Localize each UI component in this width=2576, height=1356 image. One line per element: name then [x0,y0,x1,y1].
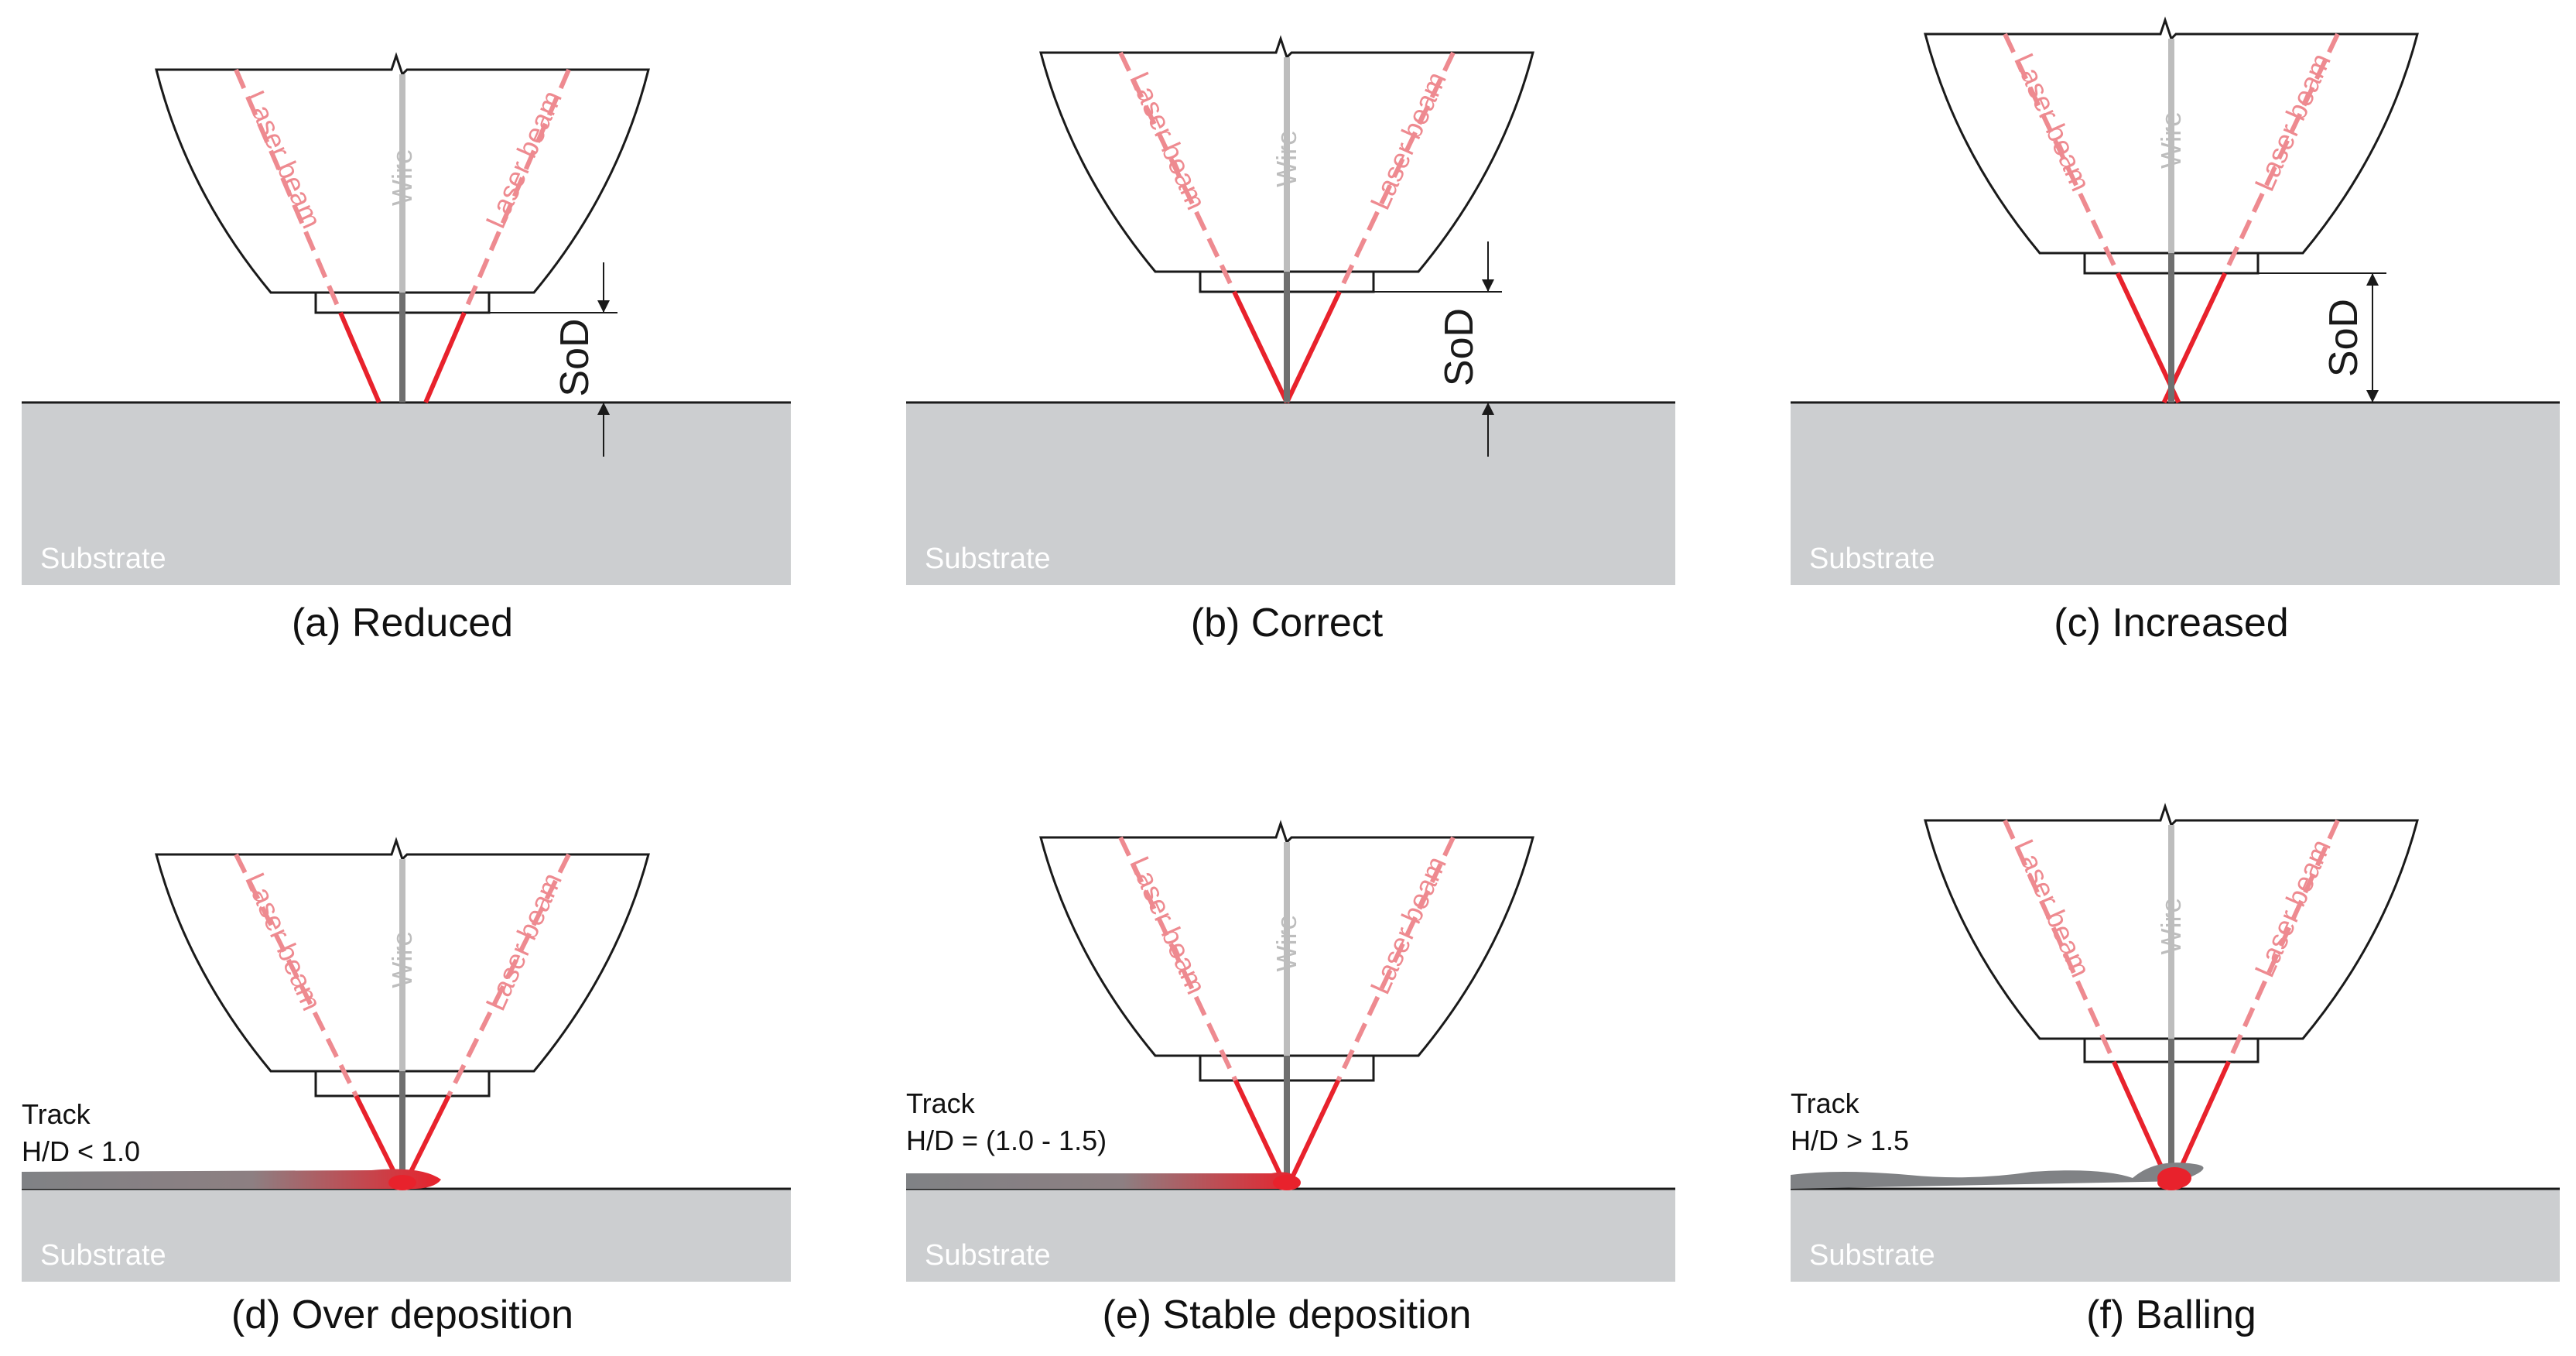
laser-beam-left-dashed [2003,819,2116,1063]
laser-beam-left-dashed [1118,51,1237,293]
laser-beam-right [1285,1079,1341,1190]
substrate-label: Substrate [1809,543,1935,575]
wire-label: Wire [386,149,418,206]
panel-caption: (a) Reduced [292,601,513,645]
laser-beam-right-dashed [462,68,571,314]
sod-arrow-up [597,402,610,415]
panel-caption: (b) Correct [1191,601,1384,645]
sod-arrow-down [597,300,610,313]
substrate-block [1791,1189,2560,1282]
wire-label: Wire [2155,897,2187,954]
wire-label: Wire [1271,130,1302,187]
track-label: Track [906,1087,976,1119]
sod-label: SoD [1437,308,1482,386]
substrate-block [906,402,1675,585]
laser-beam-right [423,311,467,404]
hd-ratio-label: H/D > 1.5 [1791,1125,1909,1156]
track-label: Track [1791,1087,1860,1119]
deposition-track [22,1169,441,1190]
laser-beam-right-dashed [446,853,571,1097]
laser-beam-left-dashed [2003,33,2120,275]
laser-beam-right-dashed [2226,819,2340,1063]
laser-beam-right-dashed [1337,51,1456,293]
deposition-track [906,1172,1299,1190]
substrate-block [22,402,791,585]
laser-beam-left-dashed [234,68,343,314]
track-label: Track [22,1098,91,1130]
laser-beam-left-dashed [1118,836,1238,1082]
panel-caption: (f) Balling [2086,1293,2256,1337]
laser-beam-left [1232,290,1289,404]
sod-arrow-top [2366,273,2379,286]
substrate-block [22,1189,791,1282]
panel-caption: (e) Stable deposition [1103,1293,1472,1337]
wire-label: Wire [2155,111,2187,169]
laser-beam-right [1285,290,1342,404]
melt-pool [2157,1175,2185,1190]
laser-beam-left [338,311,381,404]
panel-caption: (d) Over deposition [231,1293,573,1337]
laser-beam-left [1233,1079,1289,1190]
substrate-label: Substrate [40,543,166,575]
sod-label: SoD [2321,299,2366,377]
substrate-block [1791,402,2560,585]
substrate-label: Substrate [925,1239,1051,1272]
laser-beam-left-dashed [234,853,358,1097]
sod-arrow-up [1482,402,1494,415]
laser-beam-right-dashed [2222,33,2340,275]
substrate-label: Substrate [1809,1239,1935,1272]
wire-label: Wire [1271,914,1302,971]
hd-ratio-label: H/D = (1.0 - 1.5) [906,1125,1107,1156]
substrate-label: Substrate [40,1239,166,1272]
wire-label: Wire [386,931,418,988]
melt-pool [1273,1175,1301,1190]
sod-arrow-down [1482,279,1494,292]
substrate-block [906,1189,1675,1282]
panel-caption: (c) Increased [2054,601,2288,645]
substrate-label: Substrate [925,543,1051,575]
hd-ratio-label: H/D < 1.0 [22,1135,140,1167]
sod-arrow-bottom [2366,390,2379,402]
sod-label: SoD [552,318,597,396]
laser-beam-right-dashed [1336,836,1456,1082]
deposition-track [1791,1163,2204,1189]
melt-pool [388,1175,416,1190]
